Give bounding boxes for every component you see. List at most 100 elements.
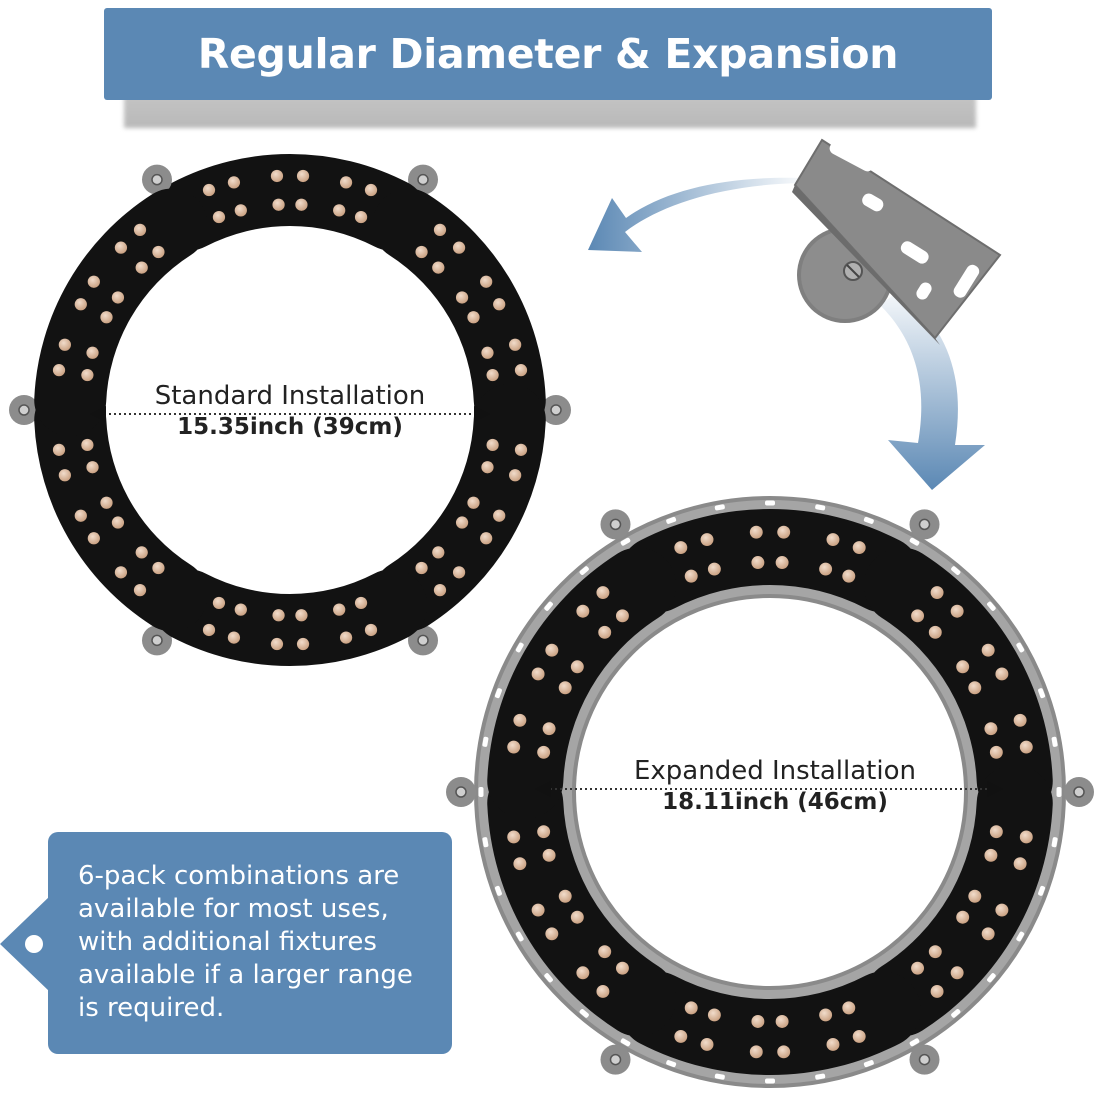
page-title: Regular Diameter & Expansion <box>197 30 899 78</box>
led-chip <box>432 546 445 559</box>
led-chip <box>819 562 833 576</box>
led-chip <box>52 364 66 377</box>
led-chip <box>212 596 226 610</box>
led-chip <box>596 586 610 599</box>
led-chip <box>995 667 1009 681</box>
led-chip <box>114 241 128 254</box>
led-chip <box>202 623 216 637</box>
led-chip <box>493 298 506 311</box>
led-chip <box>928 625 942 639</box>
led-chip <box>486 438 499 452</box>
led-chip <box>270 169 284 183</box>
led-chip <box>272 198 285 211</box>
led-chip <box>981 927 995 941</box>
led-chip <box>950 604 964 618</box>
standard-installation-label: Standard Installation 15.35inch (39cm) <box>110 380 470 442</box>
led-chip <box>354 596 368 610</box>
led-chip <box>819 1008 833 1022</box>
led-chip <box>542 722 556 736</box>
led-chip <box>1019 830 1033 844</box>
led-chip <box>537 745 551 759</box>
led-chip <box>514 364 528 377</box>
led-chip <box>930 586 944 599</box>
led-chip <box>984 722 998 736</box>
led-chip <box>775 556 789 569</box>
led-chip <box>111 516 125 529</box>
led-chip <box>531 667 545 681</box>
led-chip <box>415 245 428 259</box>
led-chip <box>598 945 612 959</box>
led-chip <box>751 1015 765 1028</box>
led-chip <box>570 660 584 674</box>
led-panel <box>619 508 921 613</box>
led-chip <box>455 291 469 304</box>
led-chip <box>775 1015 789 1028</box>
led-chip <box>558 681 572 695</box>
led-chip <box>852 1029 866 1043</box>
led-chip <box>339 176 353 189</box>
curved-arrow-icon <box>880 290 985 490</box>
led-chip <box>911 961 925 975</box>
led-chip <box>152 561 165 575</box>
led-chip <box>911 609 925 623</box>
led-chip <box>227 176 241 189</box>
led-chip <box>467 311 480 324</box>
led-chip <box>433 223 447 236</box>
led-chip <box>1013 713 1027 727</box>
standard-dimension-line <box>90 406 490 422</box>
led-chip <box>202 183 216 197</box>
led-chip <box>981 643 995 657</box>
note-bullet-dot <box>25 935 43 953</box>
led-chip <box>956 910 970 924</box>
led-chip <box>674 1029 688 1043</box>
standard-label-text: Standard Installation <box>154 381 426 411</box>
led-chip <box>152 245 165 259</box>
led-chip <box>74 298 87 311</box>
led-chip <box>486 368 499 382</box>
led-chip <box>615 961 629 975</box>
led-chip <box>339 631 353 644</box>
led-chip <box>968 889 982 903</box>
led-chip <box>333 603 346 616</box>
expanded-dimension-text: 18.11inch (46cm) <box>662 789 888 815</box>
led-chip <box>749 1045 763 1059</box>
led-chip <box>700 1038 714 1051</box>
led-chip <box>481 461 494 474</box>
led-chip <box>989 745 1003 759</box>
led-chip <box>432 261 445 274</box>
led-chip <box>950 966 964 980</box>
expanded-label-text: Expanded Installation <box>633 756 916 786</box>
led-chip <box>509 469 522 482</box>
led-chip <box>481 346 494 359</box>
led-chip <box>100 311 113 324</box>
led-chip <box>58 469 71 482</box>
led-chip <box>674 541 688 555</box>
led-chip <box>493 509 506 522</box>
standard-ring <box>9 153 571 666</box>
led-chip <box>842 1001 856 1015</box>
led-chip <box>852 541 866 555</box>
led-chip <box>545 927 559 941</box>
led-chip <box>480 275 493 288</box>
led-chip <box>930 985 944 998</box>
led-chip <box>576 604 590 618</box>
led-chip <box>135 546 148 559</box>
expanded-ring <box>446 496 1094 1088</box>
led-chip <box>995 903 1009 917</box>
led-chip <box>989 825 1003 839</box>
led-chip <box>364 183 378 197</box>
led-chip <box>509 338 522 351</box>
expanded-installation-label: Expanded Installation 18.11inch (46cm) <box>575 755 975 817</box>
note-text: 6-pack combinations are available for mo… <box>78 861 413 1023</box>
led-chip <box>826 1038 840 1051</box>
led-chip <box>415 561 428 575</box>
led-chip <box>455 516 469 529</box>
led-chip <box>296 169 310 183</box>
led-chip <box>227 631 241 644</box>
led-chip <box>514 443 528 456</box>
led-chip <box>598 625 612 639</box>
led-chip <box>684 569 698 583</box>
led-chip <box>968 681 982 695</box>
